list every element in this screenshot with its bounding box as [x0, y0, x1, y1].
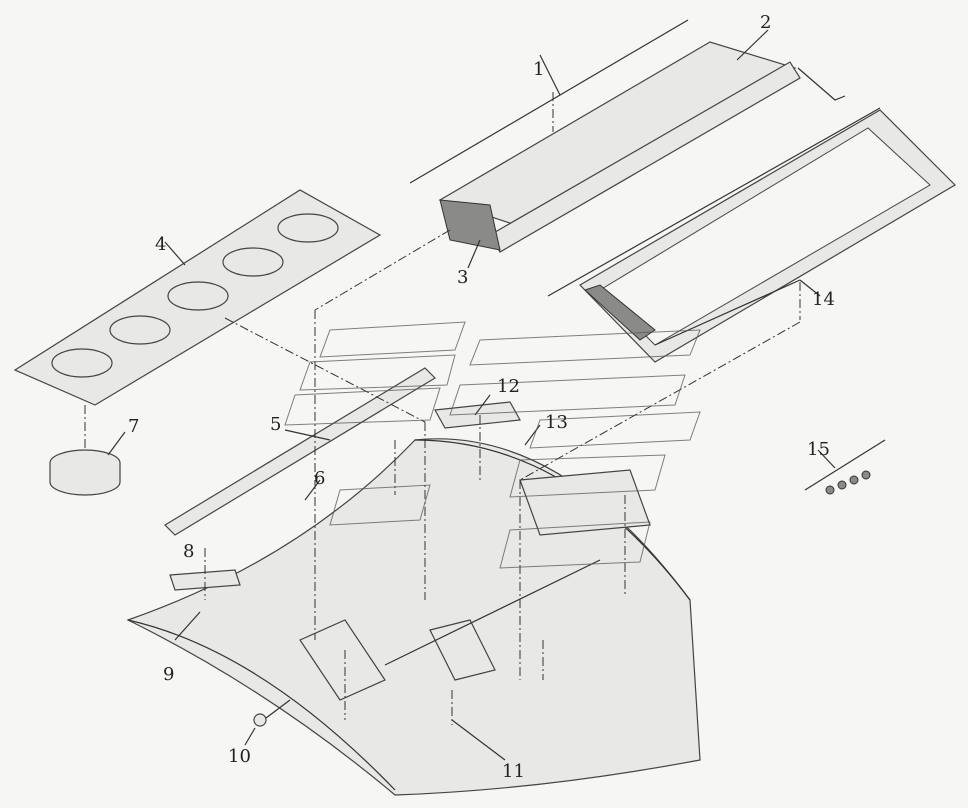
- callout-6: 6: [314, 468, 325, 489]
- callout-4: 4: [155, 234, 166, 255]
- part-5-tube: [164, 367, 436, 536]
- part-4-fan-shroud: [13, 189, 382, 406]
- part-8-bracket: [169, 548, 241, 600]
- part-15-harness: [804, 439, 886, 495]
- part-9-base-frame: [126, 438, 701, 796]
- callout-15: 15: [807, 439, 830, 460]
- part-14-frame: [547, 107, 956, 363]
- callout-10: 10: [228, 746, 251, 767]
- callout-11: 11: [502, 761, 525, 782]
- callout-1: 1: [533, 59, 544, 80]
- part-2-core-unit: [438, 29, 846, 253]
- callout-3: 3: [457, 267, 468, 288]
- part-7-fan-ring: [49, 405, 126, 496]
- callout-13: 13: [545, 412, 568, 433]
- part-3-mesh-block: [439, 199, 501, 269]
- callout-12: 12: [497, 376, 520, 397]
- part-12-plate: [434, 394, 521, 429]
- assembly-centerlines: [224, 229, 801, 720]
- part-10-bolt: [244, 699, 291, 746]
- callout-14: 14: [812, 289, 835, 310]
- callout-7: 7: [128, 416, 139, 437]
- callout-5: 5: [270, 414, 281, 435]
- callout-2: 2: [760, 12, 771, 33]
- callout-8: 8: [183, 541, 194, 562]
- part-11-bolt: [451, 690, 506, 761]
- callout-9: 9: [163, 664, 174, 685]
- watermark-logo: [284, 321, 701, 569]
